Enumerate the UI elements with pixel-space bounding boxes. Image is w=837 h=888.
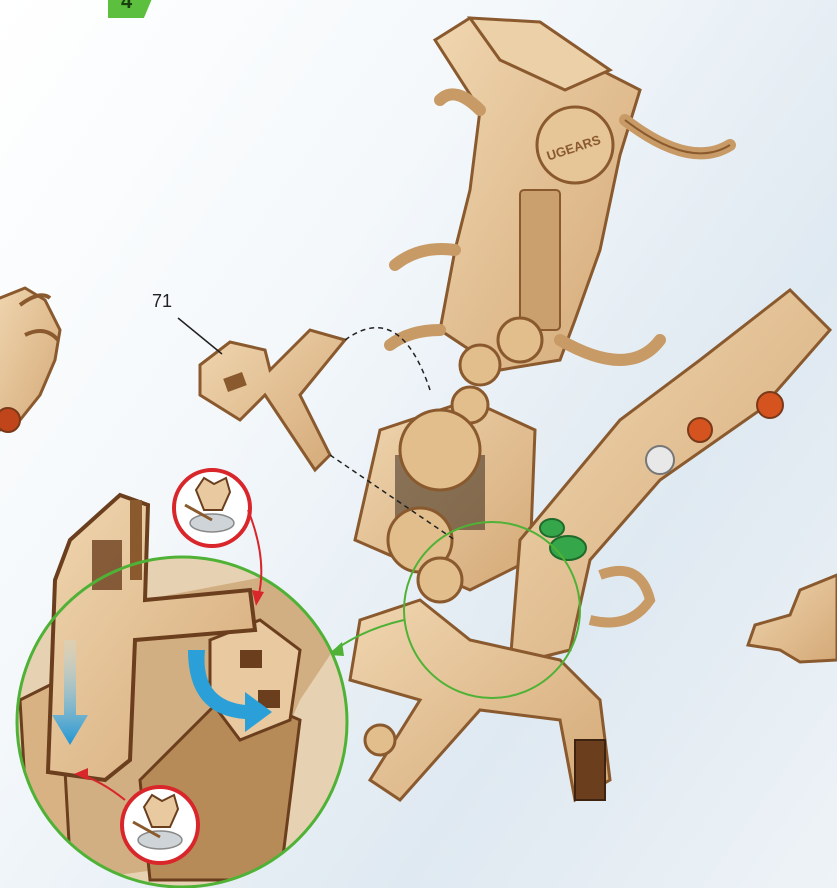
glue-pot-icon: [122, 787, 198, 863]
part-leader-line: [178, 318, 222, 354]
zoom-callout: [0, 470, 360, 888]
part-number-label: 71: [152, 291, 172, 312]
right-partial-piece: [748, 575, 837, 662]
main-model: UGEARS: [350, 18, 830, 800]
glue-pot-icon: [174, 470, 250, 546]
left-partial-model: [0, 288, 60, 432]
part-71: [200, 330, 345, 470]
